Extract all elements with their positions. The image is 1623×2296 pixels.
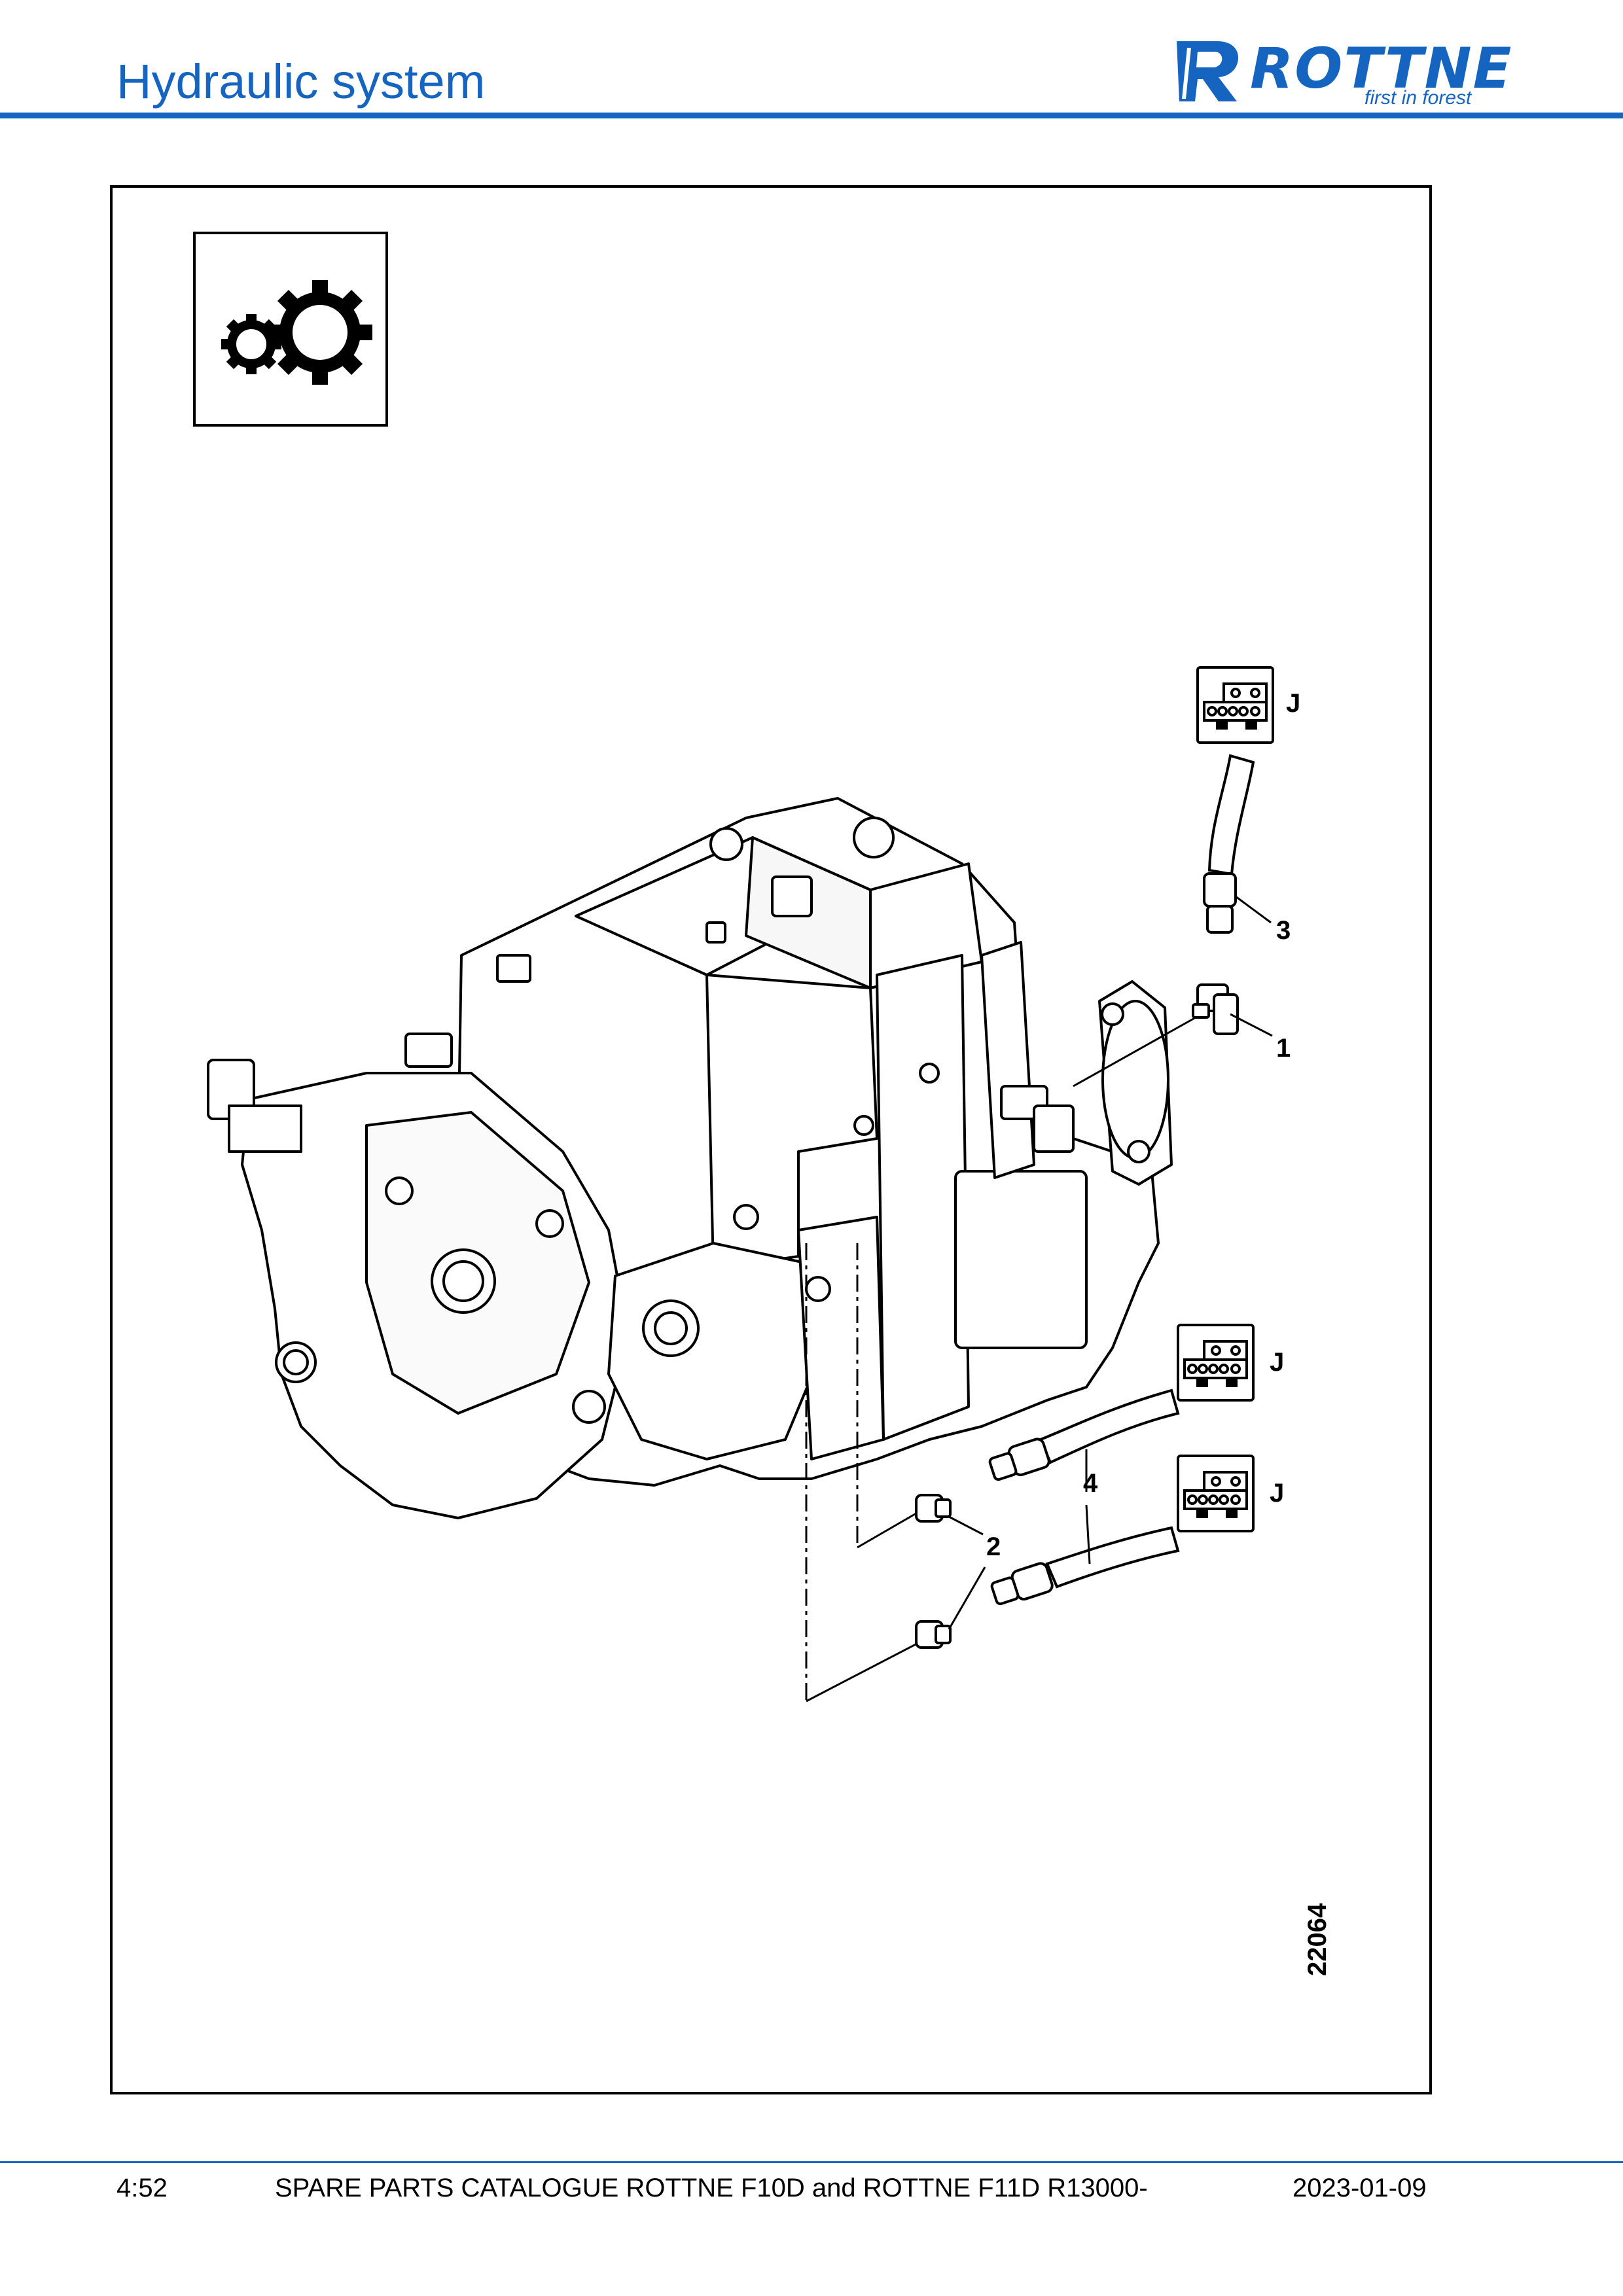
part-2-adapters xyxy=(915,1494,952,1649)
logo-tagline: first in forest xyxy=(1364,87,1472,109)
footer-divider xyxy=(0,2161,1623,2163)
figure-reference-number: 22064 xyxy=(1303,1903,1332,1976)
transmission-pump-assembly xyxy=(207,797,1173,1519)
figure-frame xyxy=(110,185,1432,2094)
callout-4: 4 xyxy=(1083,1469,1098,1498)
part-3-hose xyxy=(1203,754,1255,934)
connector-label-j-middle: J xyxy=(1270,1348,1284,1377)
connector-symbol-bottom xyxy=(1177,1455,1255,1532)
callout-1: 1 xyxy=(1276,1034,1291,1063)
callout-3: 3 xyxy=(1276,916,1291,945)
rottne-r-mark-icon xyxy=(1177,41,1239,101)
catalogue-title: SPARE PARTS CATALOGUE ROTTNE F10D and RO… xyxy=(275,2174,1148,2202)
gears-icon xyxy=(221,280,372,385)
header-divider xyxy=(0,113,1623,118)
part-1-fitting xyxy=(1192,983,1239,1035)
callout-leaders xyxy=(948,895,1273,1630)
page-number: 4:52 xyxy=(116,2174,168,2202)
exploded-view-guides xyxy=(805,1243,859,1701)
callout-2: 2 xyxy=(986,1532,1001,1561)
page-title: Hydraulic system xyxy=(116,54,486,109)
connector-label-j-top: J xyxy=(1286,689,1300,718)
section-icon-box xyxy=(193,232,388,427)
rottne-logo: ROTTNE first in forest xyxy=(1171,36,1513,109)
publication-date: 2023-01-09 xyxy=(1293,2174,1427,2202)
connector-symbol-top xyxy=(1196,666,1274,744)
part-4-hoses xyxy=(988,1388,1180,1606)
logo-wordmark: ROTTNE xyxy=(1250,36,1513,101)
connector-symbol-middle xyxy=(1177,1324,1255,1402)
connector-label-j-bottom: J xyxy=(1270,1479,1284,1508)
